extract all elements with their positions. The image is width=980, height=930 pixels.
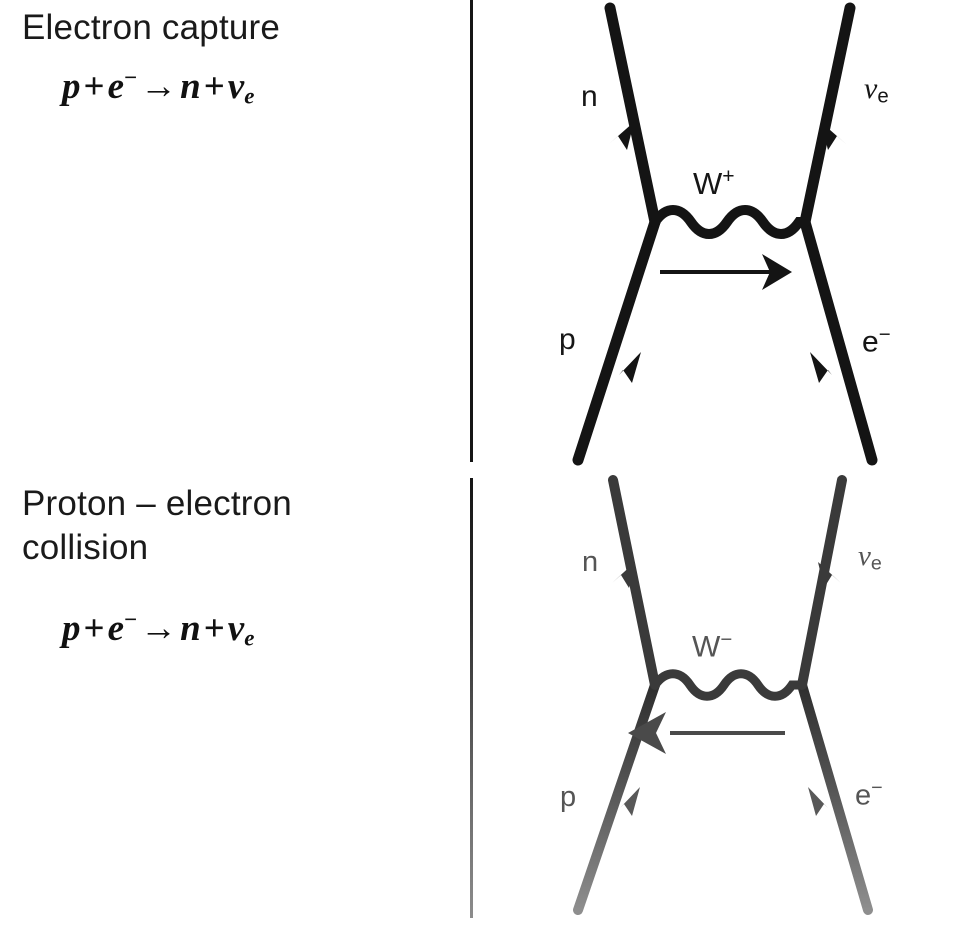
w-boson-wave-top: [650, 205, 810, 239]
label-w-symbol-top: W: [693, 165, 723, 201]
eq2-plus-1: +: [83, 607, 105, 649]
label-neutrino-bottom: νe: [858, 542, 882, 574]
caption-electron-capture: Electron capture: [22, 8, 281, 47]
eq-rhs-neutrino-sub: e: [244, 83, 255, 109]
row-proton-electron-collision: Proton – electron collision p+e−→n+νe: [0, 470, 980, 930]
eq-lhs-proton: p: [62, 65, 81, 107]
label-electron-top: e−: [862, 325, 891, 358]
eq2-lhs-electron-charge: −: [124, 607, 138, 632]
neutron-line-top: [604, 2, 661, 228]
eq-rhs-neutrino: ν: [227, 65, 245, 107]
eq2-lhs-proton: p: [62, 607, 81, 649]
label-neutrino-top: νe: [864, 74, 889, 107]
arrowhead-neutron-bottom: [612, 562, 635, 588]
equation-proton-electron-collision: p+e−→n+νe: [62, 598, 254, 660]
eq2-rhs-neutrino: ν: [227, 607, 245, 649]
feynman-svg-bottom: [573, 475, 873, 915]
eq-plus-2: +: [203, 65, 225, 107]
eq-lhs-electron: e: [107, 65, 125, 107]
label-w-boson-top: W+: [693, 166, 735, 199]
label-neutrino-symbol-bottom: ν: [858, 540, 871, 572]
w-boson-wave-bottom: [650, 669, 807, 701]
electron-line-top: [799, 216, 878, 466]
arrowhead-neutron-top: [609, 122, 634, 150]
neutrino-line-top: [799, 2, 856, 228]
label-neutrino-symbol-top: ν: [864, 72, 878, 105]
arrowhead-proton-top: [619, 352, 641, 383]
eq-rhs-neutron: n: [180, 65, 201, 107]
label-electron-symbol-top: e: [862, 325, 879, 359]
arrowhead-neutrino-top: [821, 122, 846, 150]
arrowhead-proton-bottom: [620, 787, 640, 816]
eq-lhs-electron-charge: −: [124, 65, 138, 90]
time-arrow-bottom: [628, 712, 785, 754]
label-w-symbol-bottom: W: [692, 630, 721, 664]
eq2-lhs-electron: e: [107, 607, 125, 649]
label-neutron-top: n: [581, 80, 598, 113]
label-neutrino-sub-top: e: [877, 85, 889, 108]
arrowhead-neutrino-bottom: [818, 562, 841, 588]
eq2-rhs-neutron: n: [180, 607, 201, 649]
label-proton-top: p: [559, 323, 576, 356]
label-neutron-bottom: n: [582, 546, 599, 578]
proton-line-bottom: [573, 680, 660, 915]
row-electron-capture: Electron capture p+e−→n+νe: [22, 0, 980, 468]
eq2-rhs-neutrino-sub: e: [244, 625, 255, 651]
equation-electron-capture: p+e−→n+νe: [62, 56, 254, 118]
proton-line-top: [572, 216, 661, 466]
feynman-diagram-proton-electron-collision: n νe p e− W−: [480, 470, 980, 930]
electron-line-bottom: [797, 680, 873, 915]
label-proton-bottom: p: [560, 781, 577, 813]
label-w-charge-top: +: [722, 165, 735, 188]
label-electron-bottom: e−: [855, 777, 883, 812]
neutrino-line-bottom: [797, 475, 847, 690]
label-w-charge-bottom: −: [720, 629, 733, 651]
label-electron-charge-top: −: [878, 324, 891, 346]
arrowhead-electron-top: [810, 352, 832, 383]
label-neutrino-sub-bottom: e: [870, 552, 882, 575]
eq-plus-1: +: [83, 65, 105, 107]
feynman-svg-top: [572, 2, 878, 466]
label-electron-charge-bottom: −: [871, 777, 883, 799]
arrowhead-electron-bottom: [808, 787, 828, 816]
eq2-arrow: →: [140, 607, 178, 649]
label-w-boson-bottom: W−: [692, 630, 732, 663]
eq-arrow: →: [140, 65, 178, 107]
time-arrow-top: [660, 254, 792, 290]
eq2-plus-2: +: [203, 607, 225, 649]
label-electron-symbol-bottom: e: [855, 779, 872, 812]
feynman-diagram-electron-capture: n νe p e− W+: [480, 0, 980, 468]
column-divider-top: [470, 0, 473, 462]
caption-proton-electron-collision: Proton – electron collision: [22, 484, 292, 567]
column-divider-bottom: [470, 478, 473, 918]
neutron-line-bottom: [608, 475, 660, 690]
